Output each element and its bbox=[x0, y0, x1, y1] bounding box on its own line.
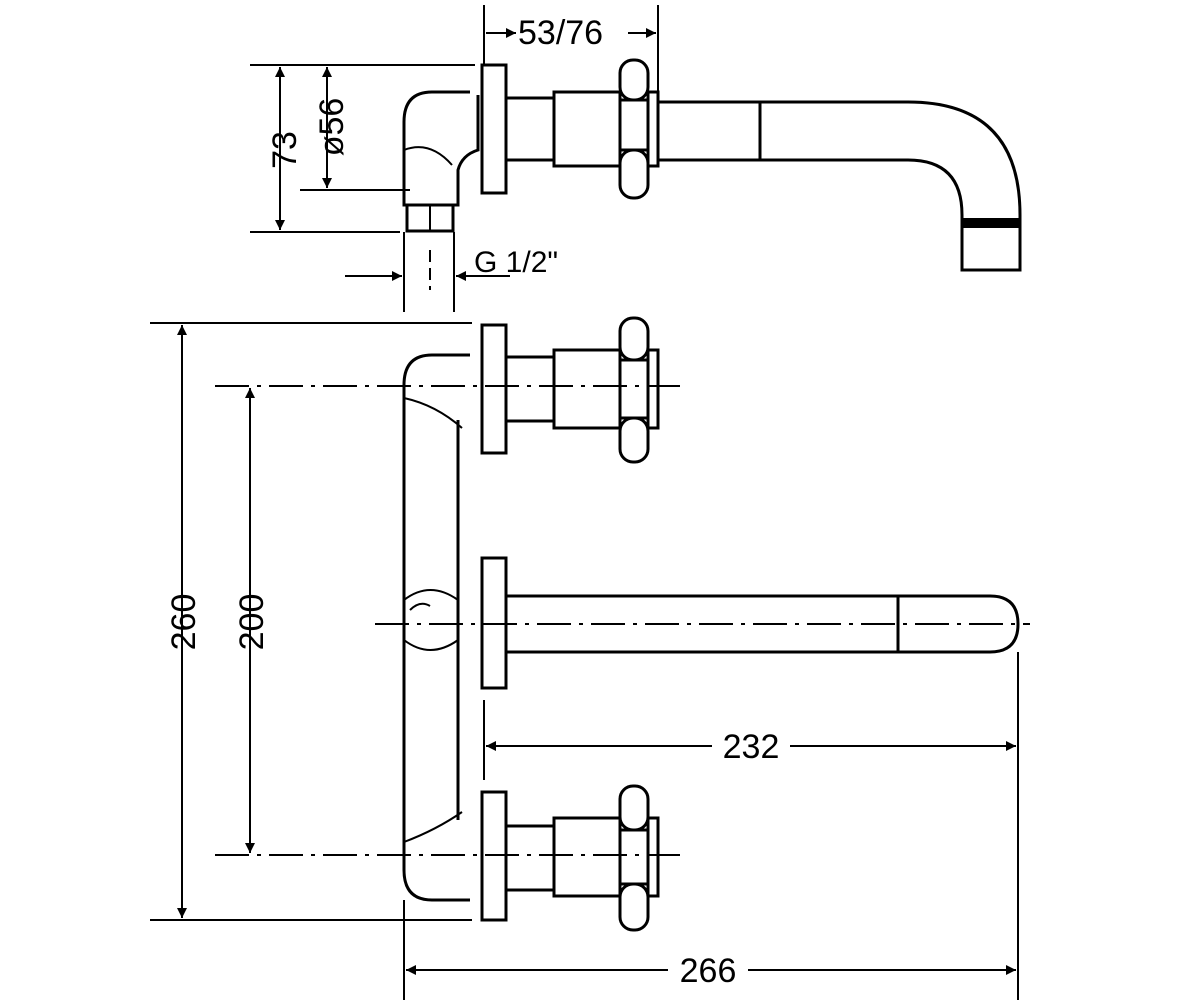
handle-hub bbox=[618, 98, 650, 152]
dim-center-distance: 200 bbox=[233, 594, 271, 651]
dim-diameter: ø56 bbox=[313, 98, 351, 157]
side-view: 53/76 73 ø56 G 1/2" bbox=[250, 5, 1022, 312]
lower-handle-lever-b bbox=[618, 882, 650, 932]
spout-top bbox=[506, 594, 1020, 654]
valve-body bbox=[504, 96, 556, 162]
upper-flange bbox=[480, 323, 508, 455]
upper-handle-lever-a bbox=[618, 316, 650, 362]
lower-handle-lever-a bbox=[618, 784, 650, 832]
dim-thread: G 1/2" bbox=[474, 246, 558, 279]
handle-bottom-lever bbox=[618, 148, 650, 200]
dim-overall-height: 260 bbox=[165, 594, 203, 651]
inlet-elbow bbox=[402, 90, 480, 207]
dim-overall-length: 266 bbox=[680, 952, 737, 990]
spout-side bbox=[658, 100, 1022, 272]
elbow-shade bbox=[403, 146, 453, 166]
dim-spout-length: 232 bbox=[723, 728, 780, 766]
handle-top-lever bbox=[618, 58, 650, 102]
handle-base bbox=[552, 90, 622, 168]
aerator-band bbox=[962, 218, 1020, 228]
dim-handle-projection: 53/76 bbox=[518, 14, 603, 52]
dim-height-outer: 73 bbox=[266, 131, 304, 169]
wall-flange bbox=[480, 63, 508, 195]
upper-handle-lever-b bbox=[618, 416, 650, 464]
top-view: 260 200 232 266 bbox=[150, 316, 1030, 1000]
connector-body bbox=[402, 353, 470, 902]
